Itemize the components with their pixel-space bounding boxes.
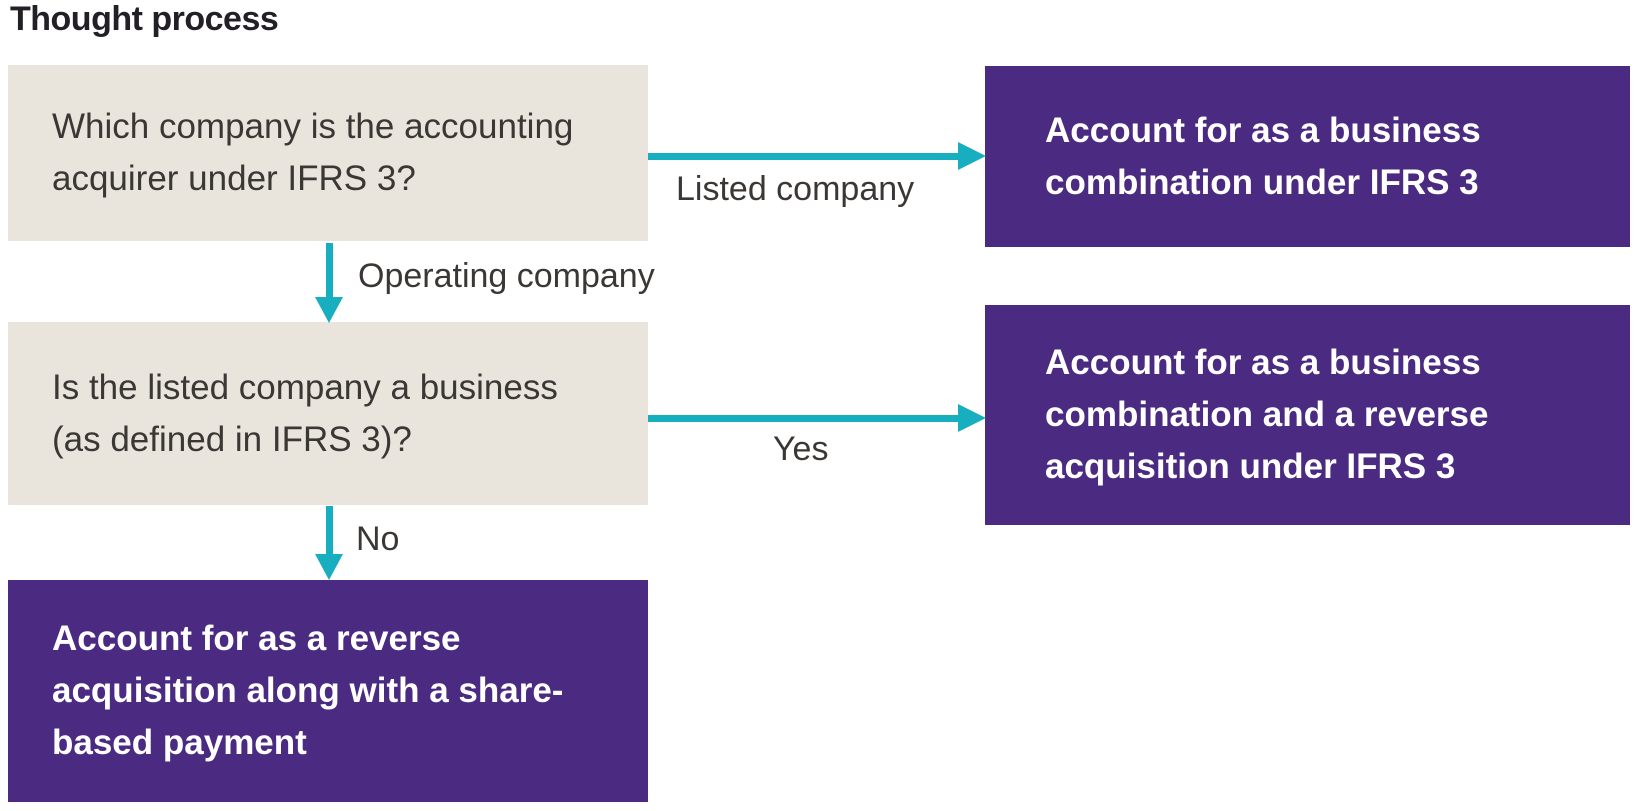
page-title: Thought process (10, 0, 279, 38)
question-line: Which company is the accounting (52, 107, 574, 146)
edge-label-operating-company: Operating company (358, 257, 655, 295)
result-line: combination under IFRS 3 (1045, 162, 1479, 202)
result-line: acquisition under IFRS 3 (1045, 447, 1456, 486)
question-line: Is the listed company a business (52, 367, 558, 407)
arrow-no-shaft (326, 506, 333, 556)
question-box-accounting-acquirer: Which company is the accounting acquirer… (8, 65, 648, 241)
result-line: based payment (52, 723, 307, 762)
result-line: Account for as a business (1045, 343, 1481, 382)
edge-label-listed-company: Listed company (676, 170, 915, 208)
result-line: Account for as a reverse (52, 619, 461, 658)
result-box-reverse-acquisition: Account for as a business combination an… (985, 305, 1630, 525)
arrowhead-down-icon (315, 297, 343, 323)
edge-label-no: No (356, 520, 400, 558)
result-line: Account for as a business (1045, 110, 1481, 150)
arrowhead-down-icon (315, 554, 343, 580)
question-line: (as defined in IFRS 3)? (52, 419, 412, 459)
result-line: combination and a reverse (1045, 395, 1489, 434)
arrowhead-right-icon (958, 404, 986, 432)
arrow-operating-company-shaft (326, 243, 333, 299)
arrow-listed-company-shaft (648, 153, 960, 160)
result-line: acquisition along with a share- (52, 671, 564, 710)
edge-label-yes: Yes (773, 430, 829, 468)
question-line: acquirer under IFRS 3? (52, 159, 416, 198)
question-box-is-business: Is the listed company a business (as def… (8, 322, 648, 505)
result-box-share-based-payment: Account for as a reverse acquisition alo… (8, 580, 648, 802)
result-box-business-combination: Account for as a business combination un… (985, 66, 1630, 247)
arrow-yes-shaft (648, 415, 960, 422)
arrowhead-right-icon (958, 142, 986, 170)
